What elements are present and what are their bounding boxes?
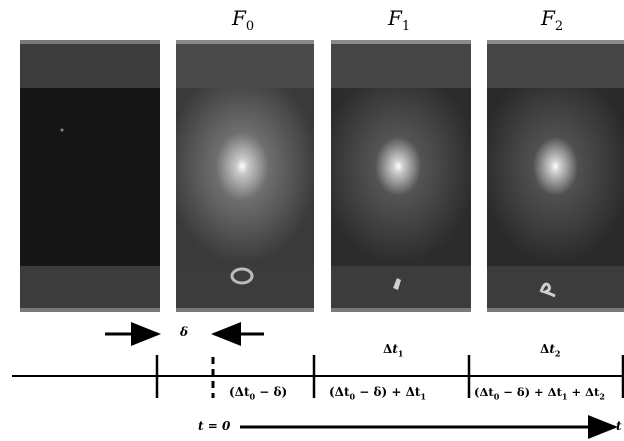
frame-label-f2: F2 (541, 6, 564, 34)
dt1-label: Δt1 (383, 342, 404, 359)
frame-label-f1: F1 (388, 6, 411, 34)
time-end-label: t (616, 419, 622, 433)
segment-1-label: (Δt0 − δ) + Δt1 (329, 385, 427, 402)
video-frame-f0 (176, 40, 314, 312)
dt2-label: Δt2 (540, 342, 561, 359)
video-frame-f2 (487, 40, 624, 312)
segment-0-label: (Δt0 − δ) (229, 385, 288, 402)
frame-label-f0: F0 (232, 6, 255, 34)
time-zero-label: t = 0 (198, 419, 231, 433)
video-frame-0 (20, 40, 160, 312)
segment-2-label: (Δt0 − δ) + Δt1 + Δt2 (474, 385, 605, 402)
delta-label: δ (180, 325, 189, 339)
video-frame-f1 (331, 40, 471, 312)
